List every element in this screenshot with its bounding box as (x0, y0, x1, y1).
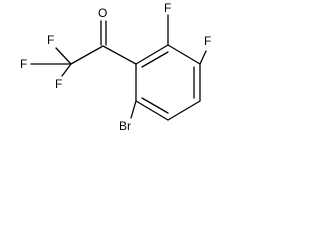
fluorine-cf3-bottom-label: F (55, 77, 62, 91)
fluorine-cf3-top-label: F (47, 33, 54, 47)
ring-bond-2 (167, 44, 201, 65)
bond-ring-br (130, 100, 137, 119)
ring-bond-1 (135, 44, 169, 65)
ring-bond-4 (167, 100, 201, 121)
ring-inner-bond-3 (141, 97, 169, 114)
bond-carbonyl-cf3 (70, 45, 104, 65)
bond-carbonyl-ring (102, 45, 137, 65)
bromine-label: Br (119, 119, 131, 133)
bond-ring-f-right (199, 50, 207, 65)
oxygen-label: O (98, 6, 107, 20)
fluorine-ring-right-label: F (204, 34, 211, 48)
chemical-structure-diagram: O F F F F F Br (20, 1, 211, 133)
fluorine-ring-top-label: F (164, 1, 171, 15)
ring-bond-5 (135, 100, 169, 121)
ring-inner-bond-1 (141, 51, 169, 68)
bond-cf3-f-bottom (61, 63, 72, 77)
bond-cf3-f-top (55, 47, 72, 65)
fluorine-cf3-left-label: F (20, 57, 27, 71)
